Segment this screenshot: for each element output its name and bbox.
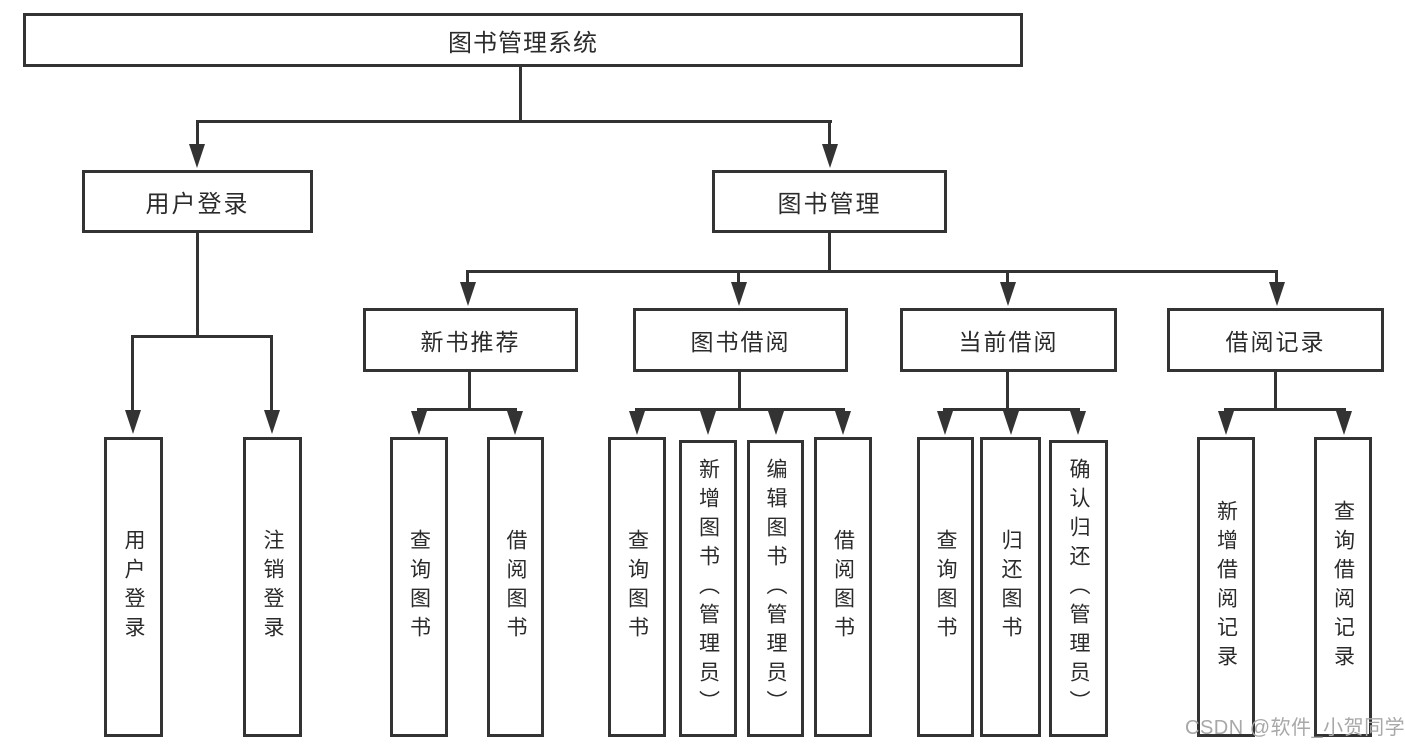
leaf-confirm-return-admin: 确认归还（管理员） — [1049, 440, 1108, 737]
arrow-down-icon — [1218, 411, 1234, 435]
leaf-label: 编辑图书（管理员） — [764, 458, 787, 719]
connector-level2-branch — [196, 120, 832, 123]
node-borrowing-records-label: 借阅记录 — [1225, 329, 1326, 355]
leaf-logout: 注销登录 — [243, 437, 302, 737]
node-user-login-label: 用户登录 — [145, 191, 250, 218]
leaf-label: 借阅图书 — [504, 529, 527, 645]
connector-stub — [196, 120, 199, 146]
leaf-query-borrow-record: 查询借阅记录 — [1314, 437, 1372, 737]
leaf-label: 用户登录 — [122, 529, 145, 645]
arrow-down-icon — [822, 144, 838, 168]
arrow-down-icon — [1000, 282, 1016, 306]
arrow-down-icon — [264, 410, 280, 434]
connector-stub — [737, 270, 740, 284]
node-book-borrowing-label: 图书借阅 — [690, 329, 791, 355]
connector-stub — [466, 270, 469, 284]
arrow-down-icon — [1070, 411, 1086, 435]
leaf-query-books: 查询图书 — [608, 437, 666, 737]
leaf-label: 查询图书 — [625, 529, 649, 645]
leaf-label: 归还图书 — [999, 529, 1022, 645]
connector-book-borrow-stem — [738, 370, 741, 410]
connector-user-login-stem — [196, 231, 199, 335]
node-new-book-recommend: 新书推荐 — [363, 308, 578, 372]
node-book-management: 图书管理 — [712, 170, 947, 233]
connector-stub — [1006, 270, 1009, 284]
arrow-down-icon — [835, 411, 851, 435]
leaf-label: 确认归还（管理员） — [1067, 458, 1090, 719]
leaf-query-books: 查询图书 — [917, 437, 974, 737]
connector-book-mgmt-stem — [828, 231, 831, 272]
connector-records-stem — [1274, 370, 1277, 410]
connector-current-borrow-stem — [1006, 370, 1009, 410]
connector-stub — [828, 120, 831, 146]
connector-level3-branch — [466, 270, 1278, 273]
arrow-down-icon — [1269, 282, 1285, 306]
connector-root-stem — [519, 65, 522, 120]
arrow-down-icon — [460, 282, 476, 306]
arrow-down-icon — [507, 411, 523, 435]
arrow-down-icon — [731, 282, 747, 306]
leaf-label: 查询借阅记录 — [1331, 500, 1355, 674]
leaf-label: 新增图书（管理员） — [696, 458, 720, 719]
arrow-down-icon — [1336, 411, 1352, 435]
arrow-down-icon — [700, 411, 716, 435]
leaf-edit-books-admin: 编辑图书（管理员） — [747, 440, 804, 737]
node-current-borrowing-label: 当前借阅 — [958, 329, 1059, 355]
node-book-borrowing: 图书借阅 — [633, 308, 848, 372]
connector-user-login-branch — [131, 335, 273, 338]
node-user-login: 用户登录 — [82, 170, 313, 233]
arrow-down-icon — [768, 411, 784, 435]
leaf-return-books: 归还图书 — [980, 437, 1041, 737]
leaf-label: 新增借阅记录 — [1214, 500, 1238, 674]
leaf-user-login: 用户登录 — [104, 437, 163, 737]
node-book-management-label: 图书管理 — [777, 191, 882, 218]
connector-current-borrow-branch — [943, 408, 1080, 411]
connector-records-branch — [1224, 408, 1346, 411]
connector-stub — [1275, 270, 1278, 284]
leaf-add-borrow-record: 新增借阅记录 — [1197, 437, 1255, 737]
node-borrowing-records: 借阅记录 — [1167, 308, 1384, 372]
node-library-system: 图书管理系统 — [23, 13, 1023, 67]
arrow-down-icon — [1003, 411, 1019, 435]
connector-new-book-stem — [468, 370, 471, 410]
connector-book-borrow-branch — [635, 408, 845, 411]
arrow-down-icon — [125, 410, 141, 434]
connector-stub — [131, 335, 134, 412]
arrow-down-icon — [937, 411, 953, 435]
leaf-add-books-admin: 新增图书（管理员） — [679, 440, 737, 737]
connector-new-book-branch — [417, 408, 517, 411]
leaf-borrow-books: 借阅图书 — [487, 437, 544, 737]
leaf-label: 查询图书 — [407, 529, 431, 645]
arrow-down-icon — [189, 144, 205, 168]
node-new-book-recommend-label: 新书推荐 — [420, 329, 521, 355]
node-current-borrowing: 当前借阅 — [900, 308, 1117, 372]
leaf-query-books: 查询图书 — [390, 437, 448, 737]
node-library-system-label: 图书管理系统 — [448, 29, 598, 57]
arrow-down-icon — [629, 411, 645, 435]
csdn-watermark: CSDN @软件_小贺同学 — [1185, 717, 1405, 739]
leaf-borrow-books: 借阅图书 — [814, 437, 872, 737]
leaf-label: 借阅图书 — [831, 529, 855, 645]
leaf-label: 查询图书 — [934, 529, 957, 645]
leaf-label: 注销登录 — [261, 529, 284, 645]
arrow-down-icon — [411, 411, 427, 435]
connector-stub — [270, 335, 273, 412]
